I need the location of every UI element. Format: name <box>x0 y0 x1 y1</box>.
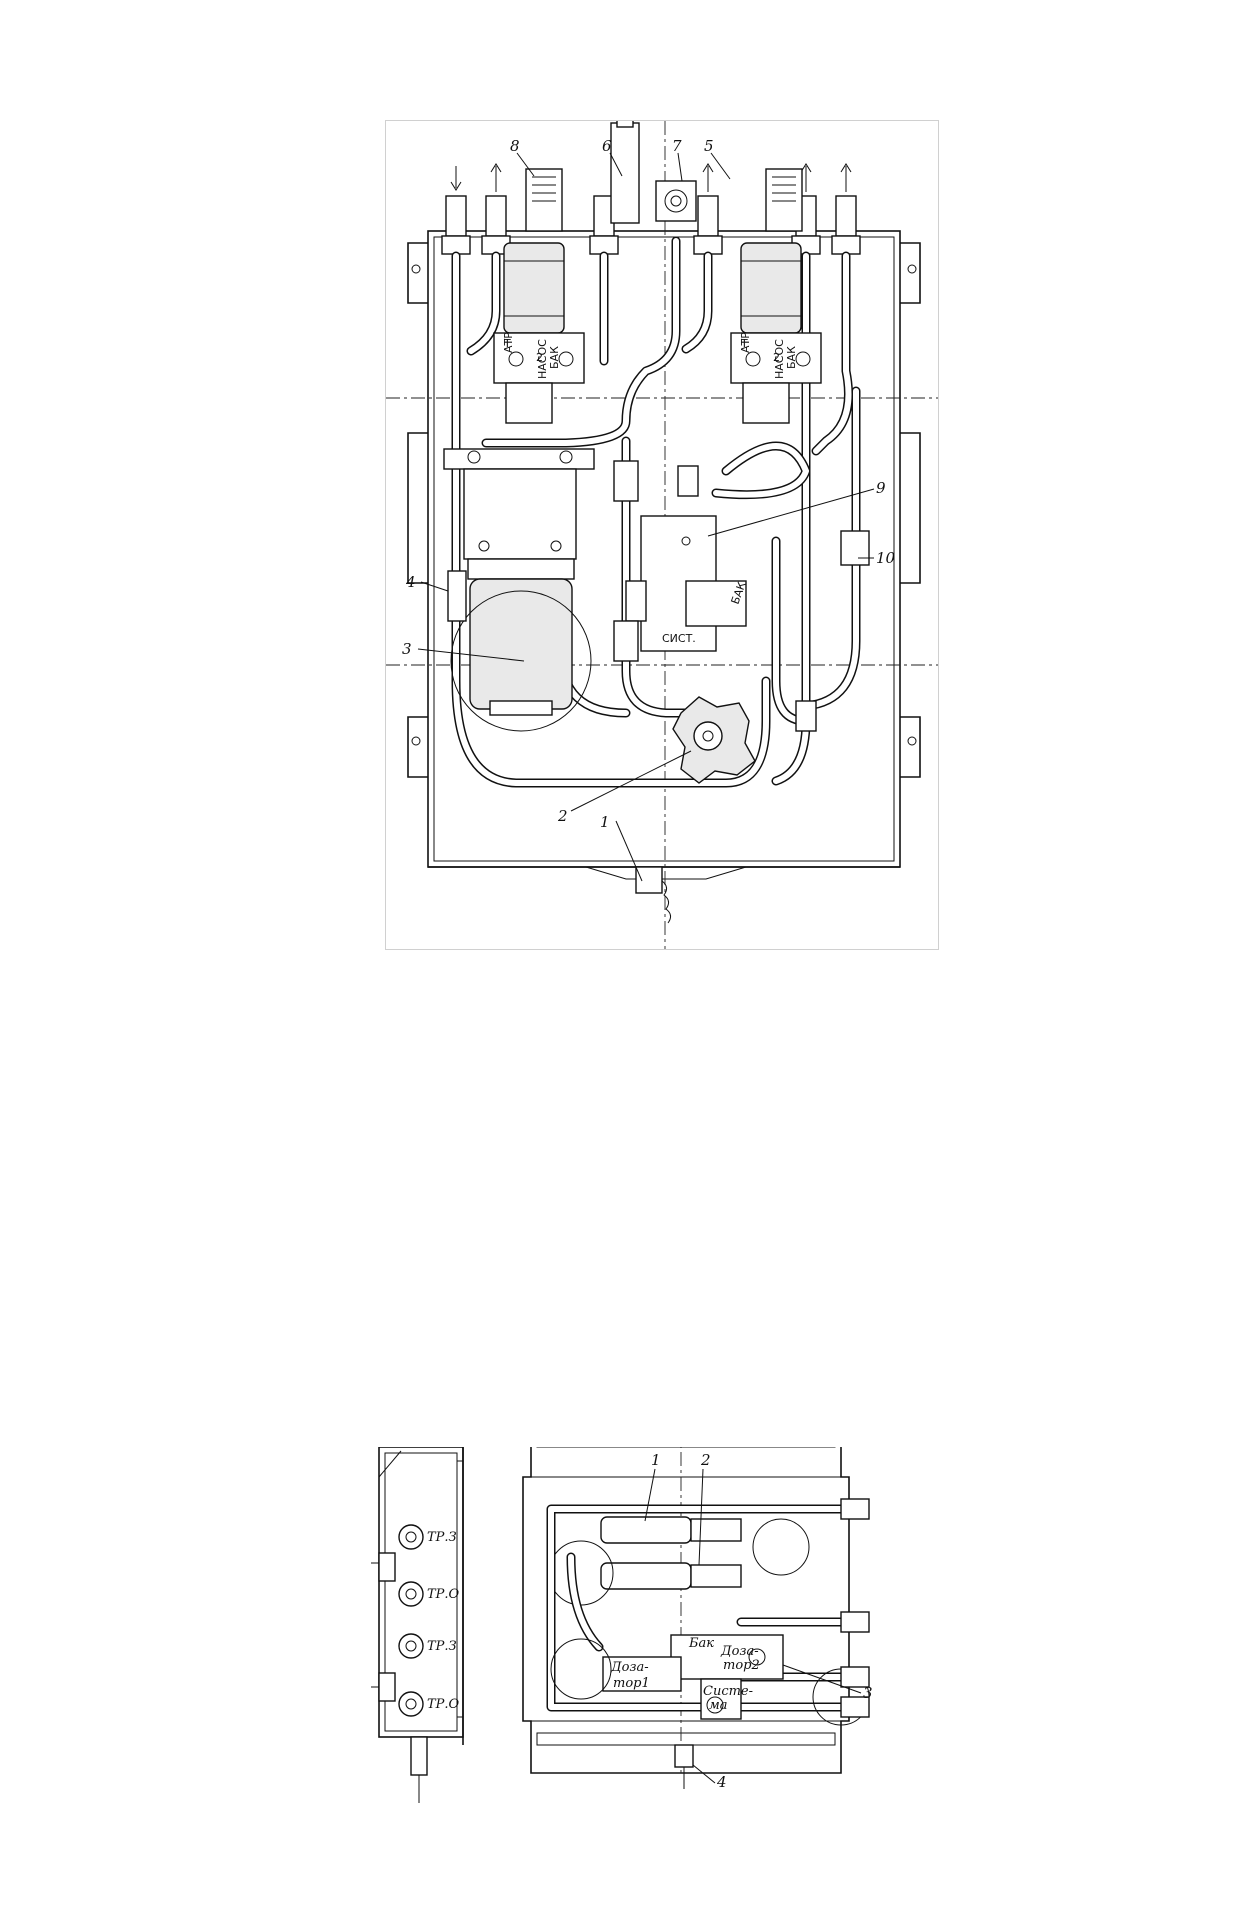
front-view-drawing: АТР 2 БАК НАСОС Т АТР 2 БАК НАСОС Т СИСТ… <box>386 121 938 949</box>
callout-8: 8 <box>510 137 520 155</box>
plan-callout-1: 1 <box>651 1451 661 1469</box>
callout-3: 3 <box>402 640 412 658</box>
svg-text:АТР: АТР <box>739 332 752 353</box>
svg-text:АТР: АТР <box>502 332 515 353</box>
assembly-drawing-side-and-plan-views: ТР.З ТР.О ТР.З ТР.О Бак Доза- тор2 Доза-… <box>371 1447 948 1924</box>
callout-1: 1 <box>600 813 610 831</box>
mounting-frame <box>407 230 921 880</box>
svg-text:НАСОС: НАСОС <box>773 339 786 379</box>
filter-assembly <box>443 448 595 732</box>
svg-text:ТР.З: ТР.З <box>427 1639 457 1654</box>
right-pump-unit: АТР 2 БАК НАСОС Т <box>730 242 822 424</box>
callout-10: 10 <box>876 549 896 567</box>
svg-text:Бак: Бак <box>688 1636 714 1651</box>
svg-text:Т: Т <box>503 337 511 350</box>
callout-6: 6 <box>602 137 612 155</box>
plan-view: Бак Доза- тор2 Доза- тор1 Систе- ма 1 2 … <box>522 1447 873 1791</box>
side-view: ТР.З ТР.О ТР.З ТР.О <box>371 1447 464 1803</box>
drain-fitting <box>635 866 672 924</box>
svg-text:ма: ма <box>709 1698 728 1713</box>
callout-4: 4 <box>405 573 416 591</box>
handwheel-valve <box>672 696 756 784</box>
svg-text:СИСТ.: СИСТ. <box>662 632 696 645</box>
callout-5: 5 <box>704 137 714 155</box>
svg-text:2: 2 <box>773 351 780 364</box>
svg-text:Т: Т <box>740 337 748 350</box>
svg-text:БАК: БАК <box>785 346 798 369</box>
plan-callout-4: 4 <box>716 1773 727 1791</box>
plan-callout-3: 3 <box>863 1684 873 1702</box>
svg-text:ТР.О: ТР.О <box>427 1697 460 1712</box>
svg-text:тор1: тор1 <box>613 1676 650 1691</box>
leader-lines <box>417 152 875 882</box>
svg-text:Доза-: Доза- <box>720 1644 759 1659</box>
top-fittings <box>441 121 861 255</box>
callout-9: 9 <box>876 479 886 497</box>
svg-text:НАСОС: НАСОС <box>536 339 549 379</box>
assembly-drawing-front-view: АТР 2 БАК НАСОС Т АТР 2 БАК НАСОС Т СИСТ… <box>385 120 939 950</box>
svg-text:Доза-: Доза- <box>610 1660 649 1675</box>
svg-text:ТР.З: ТР.З <box>427 1530 457 1545</box>
tee-fittings <box>447 460 870 732</box>
svg-text:БАК: БАК <box>548 346 561 369</box>
svg-text:тор2: тор2 <box>723 1658 760 1673</box>
callout-7: 7 <box>672 137 682 155</box>
svg-text:2: 2 <box>536 351 543 364</box>
plan-callout-2: 2 <box>700 1451 711 1469</box>
valve-block: СИСТ. БАК <box>625 515 749 652</box>
svg-text:ТР.О: ТР.О <box>427 1587 460 1602</box>
callout-2: 2 <box>557 807 568 825</box>
side-and-plan-drawing: ТР.З ТР.О ТР.З ТР.О Бак Доза- тор2 Доза-… <box>371 1447 873 1803</box>
svg-text:Систе-: Систе- <box>703 1684 753 1699</box>
left-pump-unit: АТР 2 БАК НАСОС Т <box>493 242 585 424</box>
pipework <box>451 236 861 788</box>
